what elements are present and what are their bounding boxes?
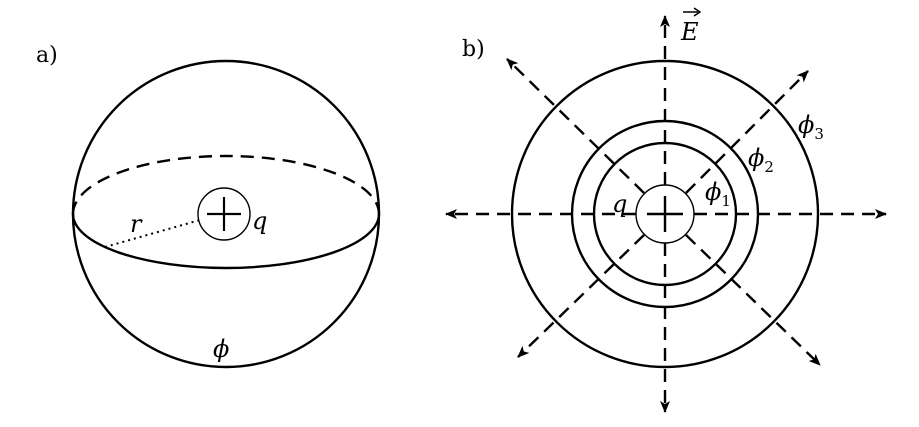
potential-label: ϕ bbox=[213, 335, 229, 363]
equipotential-3 bbox=[510, 59, 820, 369]
charge-label: q bbox=[252, 207, 267, 235]
panel-a-label: a) bbox=[36, 43, 58, 68]
field-line-up-right bbox=[685, 70, 809, 194]
panel-b: b) q E ϕ1 ϕ2 ϕ3 bbox=[445, 7, 887, 413]
charge-label-b: q bbox=[612, 190, 627, 218]
field-line-down-right bbox=[685, 234, 821, 366]
panel-b-label: b) bbox=[462, 37, 485, 62]
potential-label-3: ϕ3 bbox=[798, 111, 824, 143]
field-line-up-left bbox=[506, 58, 645, 194]
radius-label: r bbox=[130, 210, 143, 238]
equator-front bbox=[71, 213, 381, 270]
field-label: E bbox=[680, 18, 699, 46]
potential-label-1: ϕ1 bbox=[705, 178, 731, 210]
vector-arrow-head bbox=[693, 7, 702, 17]
equator-back-dashed bbox=[71, 154, 381, 215]
field-line-down-left bbox=[517, 234, 645, 358]
radius-line bbox=[104, 219, 201, 248]
panel-a: a) r q ϕ bbox=[36, 43, 381, 369]
potential-label-2: ϕ2 bbox=[748, 144, 774, 176]
